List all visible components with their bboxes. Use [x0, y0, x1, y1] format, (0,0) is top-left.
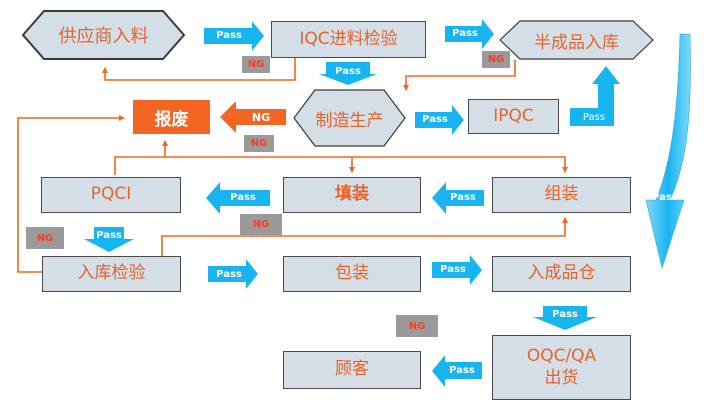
node-oqc: OQC/QA 出货 [492, 335, 631, 400]
node-customer: 顾客 [283, 351, 421, 389]
ng-arrow-manufacturing-scrap [220, 101, 286, 133]
node-assembly: 组装 [492, 177, 631, 213]
line-iqc-ng-to-supplier [102, 55, 296, 81]
pass-arrow-to-inspection [84, 227, 134, 252]
node-filling: 填装 [283, 177, 421, 213]
manufacturing-hexagon [293, 89, 406, 147]
pass-arrow-supplier-iqc [204, 21, 264, 51]
node-ipqc: IPQC [468, 99, 559, 134]
pass-arrow-inspection-packaging [208, 259, 258, 289]
pass-arrow-packaging-warehouse [432, 255, 482, 285]
line-inspection-to-scrap [17, 115, 125, 273]
line-semi-to-manufacturing [403, 60, 516, 91]
node-packaging: 包装 [283, 256, 421, 292]
pass-arrow-oqc-customer [432, 355, 482, 387]
ng-label: NG [240, 214, 282, 235]
node-manufacturing: 制造生产 [315, 110, 384, 131]
pass-arrow-assembly-filling [432, 182, 484, 214]
node-pqci: PQCI [41, 177, 181, 213]
node-semi-finished: 半成品入库 [534, 32, 619, 53]
semi-finished-hexagon [499, 20, 654, 60]
pass-arrow-warehouse-oqc [533, 306, 597, 330]
oqc-label-line1: OQC/QA [526, 346, 597, 367]
pass-arrow-iqc-manufacturing [319, 62, 377, 85]
pass-arrow-filling-pqci [206, 182, 270, 214]
line-inspection-ng-to-assembly [161, 217, 568, 256]
node-iqc: IQC进料检验 [271, 21, 426, 58]
ng-label: NG [396, 315, 438, 337]
return-flow-arrow [645, 33, 691, 269]
oqc-label-line2: 出货 [544, 367, 579, 388]
node-supplier: 供应商入料 [58, 26, 149, 47]
ng-label: NG [244, 135, 274, 152]
node-finished-warehouse: 入成品仓 [492, 256, 631, 292]
node-storage-inspection: 入库检验 [42, 256, 181, 292]
line-feedback-top [114, 156, 568, 175]
pass-arrow-ipqc-semi [570, 66, 620, 126]
ng-label: NG [482, 51, 510, 68]
node-scrap: 报废 [133, 100, 210, 134]
ng-label: NG [242, 56, 270, 73]
pass-arrow-iqc-semi [445, 19, 494, 49]
ng-label: NG [26, 227, 64, 249]
supplier-hexagon [21, 10, 186, 60]
pass-arrow-manufacturing-ipqc [415, 105, 464, 135]
